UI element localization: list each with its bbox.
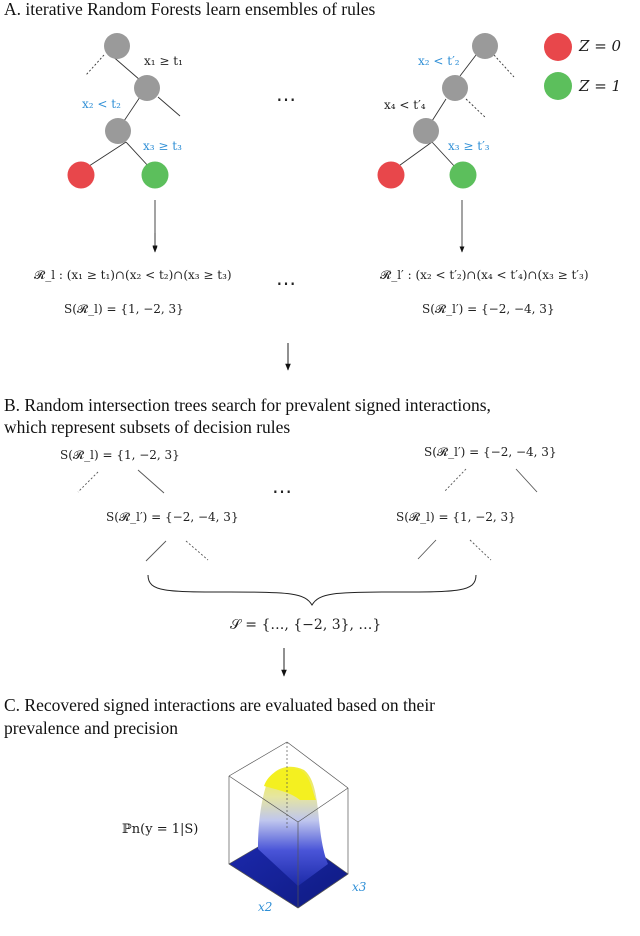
legend-z1-label: Z = 1 (579, 77, 622, 95)
rit-right-root: S(𝓡_l′) = {−2, −4, 3} (424, 445, 557, 459)
right-split-2: x₄ < t′₄ (384, 98, 426, 112)
prob-label: ℙn(y = 1|S) (122, 822, 199, 837)
legend-z0-label: Z = 0 (579, 37, 622, 55)
trees-ellipsis: … (276, 82, 298, 106)
rit-left-root: S(𝓡_l) = {1, −2, 3} (60, 448, 180, 462)
section-b-title-line2: which represent subsets of decision rule… (4, 417, 291, 437)
prob-surface-plot (228, 741, 349, 909)
right-tree-edges (395, 54, 515, 253)
x3-axis-label: x3 (352, 880, 367, 894)
left-rule: 𝓡_l : (x₁ ≥ t₁)∩(x₂ < t₂)∩(x₃ ≥ t₃) (34, 268, 232, 282)
right-tree-nodes (377, 33, 498, 189)
x2-axis-label: x2 (258, 900, 273, 914)
section-a-title: A. iterative Random Forests learn ensemb… (4, 0, 376, 19)
rules-ellipsis: … (276, 266, 298, 290)
section-c-title-line1: C. Recovered signed interactions are eva… (4, 695, 436, 715)
section-b-title-line1: B. Random intersection trees search for … (4, 395, 491, 415)
right-split-3: x₃ ≥ t′₃ (448, 139, 490, 153)
left-split-2: x₂ < t₂ (82, 97, 121, 111)
rit-right-child: S(𝓡_l) = {1, −2, 3} (396, 510, 516, 524)
rit-ellipsis: … (272, 474, 294, 498)
left-signed-set: S(𝓡_l) = {1, −2, 3} (64, 302, 184, 316)
right-signed-set: S(𝓡_l′) = {−2, −4, 3} (422, 302, 555, 316)
rit-left-child: S(𝓡_l′) = {−2, −4, 3} (106, 510, 239, 524)
left-tree-edges (85, 53, 181, 253)
right-rule: 𝓡_l′ : (x₂ < t′₂)∩(x₄ < t′₄)∩(x₃ ≥ t′₃) (380, 268, 589, 282)
left-split-1: x₁ ≥ t₁ (144, 54, 183, 68)
right-split-1: x₂ < t′₂ (418, 54, 460, 68)
legend-z0-swatch (544, 33, 572, 61)
left-tree-nodes (67, 33, 169, 189)
left-split-3: x₃ ≥ t₃ (143, 139, 182, 153)
set-result: 𝒮 = {…, {−2, 3}, …} (230, 617, 382, 633)
section-c-title-line2: prevalence and precision (4, 718, 178, 738)
legend-z1-swatch (544, 72, 572, 100)
